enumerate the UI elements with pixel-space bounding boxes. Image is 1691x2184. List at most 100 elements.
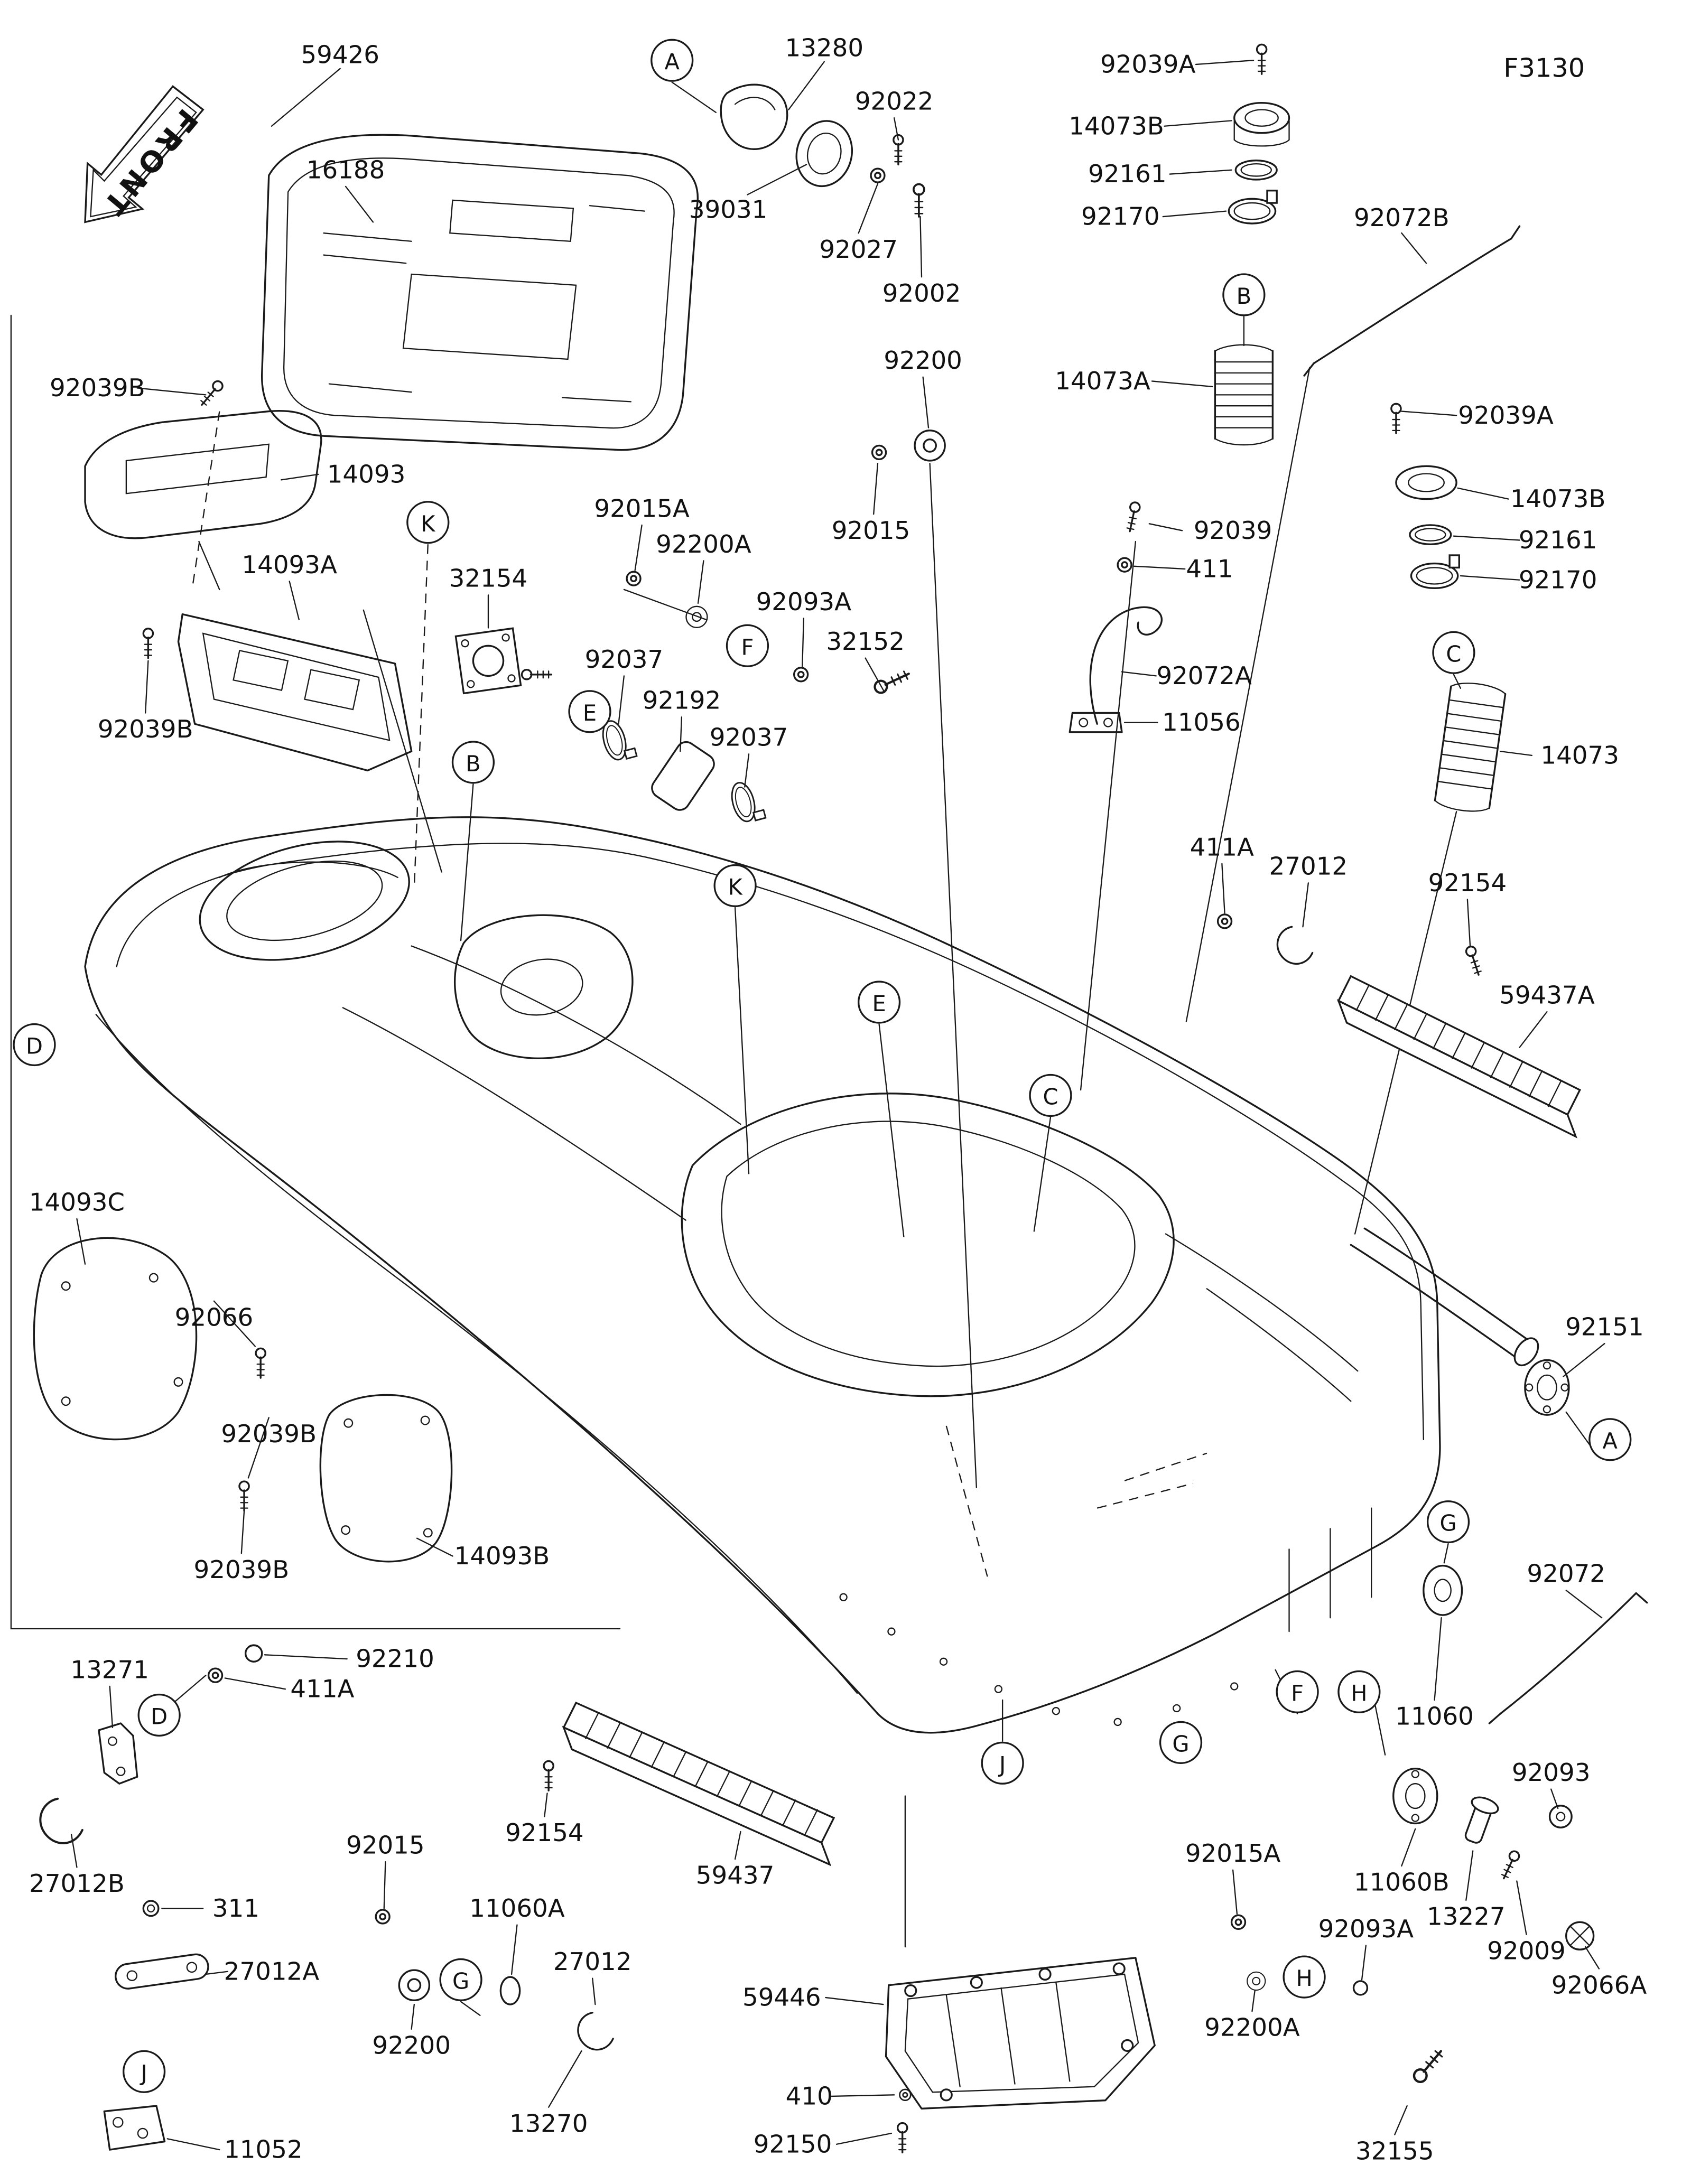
part-number-label: 410 — [786, 2082, 833, 2111]
part-number-label: 92161 — [1088, 160, 1167, 189]
part-number-label: 92192 — [643, 687, 721, 715]
part-number-label: 39031 — [689, 196, 768, 225]
callout-letter-text: A — [665, 49, 680, 74]
part-number-label: 92161 — [1519, 526, 1597, 555]
callout-letter-text: G — [1172, 1731, 1189, 1757]
callout-letter: E — [568, 690, 611, 733]
callout-circle — [122, 2050, 166, 2093]
part-number-label: 14073 — [1540, 741, 1619, 770]
callout-letter-text: H — [1296, 1965, 1312, 1991]
part-number-label: 59426 — [301, 41, 379, 69]
callout-letter: G — [1159, 1721, 1203, 1764]
part-number-label: 411A — [290, 1675, 354, 1704]
callout-circle — [406, 501, 450, 544]
callout-circle — [1029, 1074, 1072, 1117]
part-number-label: 11060 — [1395, 1703, 1474, 1731]
flange-14073b-right — [1395, 465, 1457, 500]
part-number-label: 14073A — [1055, 367, 1150, 396]
callout-letter: C — [1029, 1074, 1072, 1117]
part-number-label: 32154 — [449, 565, 528, 593]
callout-letter: B — [451, 741, 495, 784]
cover-13280 — [671, 61, 925, 278]
callout-letter: K — [406, 501, 450, 544]
grommet-92200-top — [871, 376, 978, 1488]
panel-14093c — [33, 1218, 198, 1441]
part-number-label: 92072A — [1156, 662, 1252, 690]
callout-letter-text: E — [583, 700, 597, 726]
cover-14093 — [84, 378, 322, 591]
part-number-label: 13227 — [1427, 1903, 1506, 1931]
part-number-label: 32152 — [826, 628, 905, 656]
callout-letter: H — [1283, 1955, 1326, 1999]
fitting-32154 — [454, 524, 911, 826]
hull-drawing — [84, 411, 1539, 1742]
sponson-59437 — [562, 1701, 835, 1866]
callout-letter-text: B — [466, 751, 480, 777]
callout-circle — [726, 624, 769, 667]
hose-assembly-top — [1151, 43, 1290, 446]
callout-letter-text: J — [998, 1751, 1006, 1777]
part-number-label: 92015A — [1185, 1840, 1281, 1868]
part-number-label: 32155 — [1355, 2137, 1434, 2166]
callout-letter: J — [122, 2050, 166, 2093]
cover-14093a — [142, 581, 442, 873]
part-number-label: 11060A — [469, 1894, 565, 1923]
panel-14093b — [213, 1300, 453, 1563]
callout-letter: K — [713, 864, 757, 908]
part-number-label: 92022 — [855, 88, 934, 116]
part-number-label: 16188 — [306, 156, 385, 184]
part-number-label: 13270 — [509, 2110, 588, 2138]
part-number-label: 92009 — [1487, 1937, 1566, 1965]
part-number-label: 411A — [1190, 833, 1254, 862]
callout-letter: J — [981, 1741, 1024, 1785]
part-number-label: 92210 — [356, 1645, 434, 1674]
part-number-label: 27012 — [553, 1948, 632, 1976]
strap-27012a — [115, 1953, 209, 1990]
part-number-label: 92015 — [346, 1832, 425, 1860]
part-number-label: 92093A — [1318, 1915, 1414, 1944]
callout-circle — [1283, 1955, 1326, 1999]
stern-fittings-right — [1423, 1343, 1648, 1724]
callout-circle — [1159, 1721, 1203, 1764]
hose-assembly-right — [1354, 403, 1533, 1235]
callout-circle — [651, 39, 694, 82]
part-number-label: 92154 — [505, 1819, 584, 1847]
part-number-label: 92150 — [754, 2130, 832, 2159]
part-number-label: 311 — [212, 1894, 259, 1923]
callout-letter: D — [13, 1023, 56, 1067]
tube-92192 — [651, 741, 715, 811]
bow-eye-hardware — [40, 1644, 348, 2151]
part-number-label: 92170 — [1081, 203, 1160, 231]
part-number-label: 11052 — [224, 2136, 303, 2164]
callout-letter: C — [1432, 631, 1475, 674]
callout-letter: A — [1588, 1418, 1632, 1461]
part-number-label: 92039B — [194, 1556, 290, 1584]
part-number-label: 11060B — [1354, 1869, 1450, 1897]
callout-letter-text: G — [452, 1968, 469, 1994]
part-number-label: 92039B — [98, 715, 193, 744]
bottom-center-hardware — [375, 1760, 614, 2108]
callout-letter-text: F — [741, 634, 754, 660]
part-number-label: 13271 — [70, 1656, 149, 1684]
callout-letter: G — [439, 1958, 482, 2001]
callout-letter-text: K — [728, 874, 743, 900]
callout-circle — [451, 741, 495, 784]
ring-39031 — [795, 120, 853, 188]
callout-letter-text: C — [1446, 641, 1461, 667]
part-number-label: 27012A — [224, 1957, 320, 1986]
hose-14073 — [1434, 683, 1507, 812]
part-number-label: 92039B — [50, 374, 145, 403]
part-number-label: 92002 — [882, 279, 961, 308]
ride-plate-59446 — [825, 1795, 1156, 2153]
part-number-label: 92151 — [1565, 1313, 1644, 1342]
callout-letter: F — [726, 624, 769, 667]
callout-letter-text: C — [1043, 1084, 1058, 1110]
callout-circle — [1276, 1670, 1319, 1713]
callout-letter-text: D — [26, 1033, 43, 1059]
callout-circle — [1432, 631, 1475, 674]
bottom-right-fittings — [1230, 1669, 1600, 2135]
bin-leaders — [271, 68, 374, 223]
